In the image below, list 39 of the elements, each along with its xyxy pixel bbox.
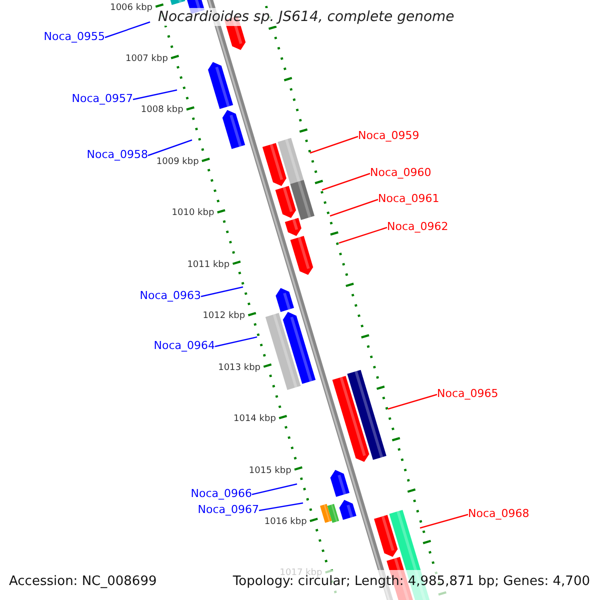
leader-line — [200, 286, 244, 298]
gene-label: Noca_0962 — [387, 220, 448, 233]
leader-line — [322, 172, 370, 191]
scale-label: 1016 kbp — [264, 516, 307, 528]
scale-label: 1008 kbp — [140, 105, 184, 116]
scale-label: 1012 kbp — [202, 311, 246, 322]
gene-label: Noca_0960 — [370, 166, 432, 179]
gene-label: Noca_0965 — [437, 387, 498, 400]
leader-line — [310, 136, 358, 154]
gene-label: Noca_0968 — [468, 507, 530, 520]
gene-label: Noca_0955 — [44, 30, 105, 43]
scale-label: 1010 kbp — [172, 208, 214, 220]
scale-label: 1009 kbp — [156, 156, 199, 168]
gene-label: Noca_0967 — [198, 503, 259, 516]
leader-line — [104, 21, 150, 38]
info-text: Accession: NC_008699 — [9, 574, 157, 589]
leader-line — [148, 139, 192, 156]
leader-line — [258, 502, 304, 512]
gene-label: Noca_0963 — [140, 289, 201, 302]
gene-label: Noca_0957 — [72, 92, 133, 105]
leader-line — [132, 89, 178, 100]
scale-label: 1007 kbp — [126, 54, 168, 65]
leader-line — [214, 336, 258, 348]
scale-label: 1006 kbp — [110, 2, 152, 14]
gene-label: Noca_0966 — [190, 487, 252, 500]
scale-label: 1011 kbp — [187, 260, 230, 271]
gene-label: Noca_0961 — [378, 192, 440, 205]
leader-line — [330, 198, 378, 217]
scale-label: 1014 kbp — [234, 414, 276, 425]
leader-line — [252, 483, 298, 496]
gene-label: Noca_0958 — [86, 148, 148, 161]
gene-label: Noca_0959 — [358, 129, 420, 142]
leader-line — [420, 514, 468, 529]
gene-label: Noca_0964 — [154, 339, 215, 352]
info-text: Topology: circular; Length: 4,985,871 bp; Genes: 4,700 — [232, 574, 590, 589]
leader-line — [388, 394, 438, 410]
leader-line — [338, 226, 388, 244]
scale-label: 1013 kbp — [218, 362, 260, 374]
scale-label: 1015 kbp — [248, 466, 292, 476]
